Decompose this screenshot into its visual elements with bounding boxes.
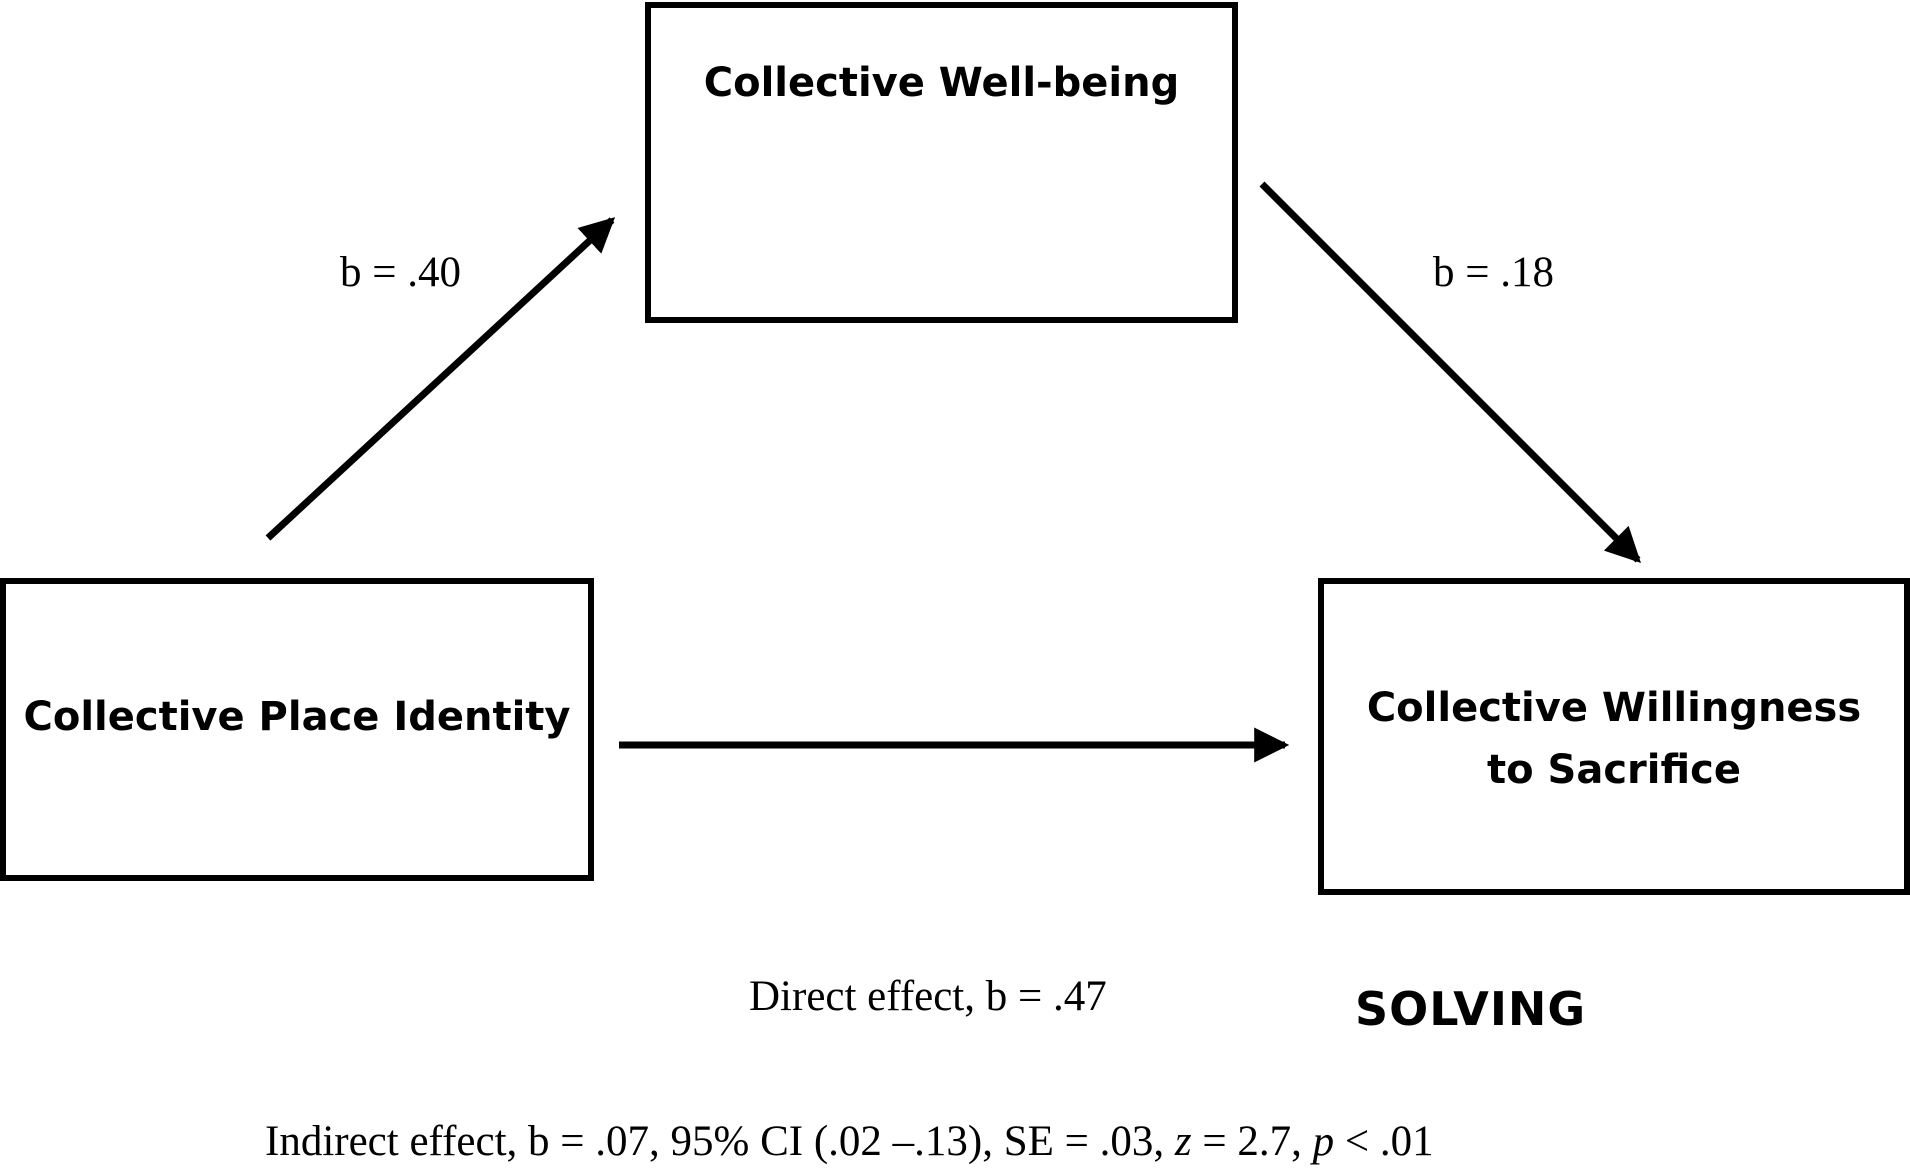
z-symbol: z	[1174, 1118, 1192, 1165]
predictor-label: Collective Place Identity	[23, 694, 571, 740]
mediator-label: Collective Well-being	[703, 59, 1180, 106]
mediator-box: Collective Well-being	[645, 2, 1238, 323]
p-value: < .01	[1334, 1118, 1434, 1165]
arrow-predictor-to-mediator	[265, 217, 616, 541]
predictor-box: Collective Place Identity	[0, 578, 594, 881]
direct-effect-label: Direct effect, b = .47	[749, 973, 1107, 1020]
arrow-mediator-to-outcome	[1259, 181, 1641, 563]
indirect-effect-prefix: Indirect effect, b = .07, 95% CI (.02 –.…	[265, 1118, 1175, 1165]
indirect-effect-label: Indirect effect, b = .07, 95% CI (.02 –.…	[265, 1117, 1434, 1166]
z-value: = 2.7,	[1191, 1118, 1313, 1165]
path-a-coefficient: b = .40	[340, 249, 462, 296]
outcome-label: Collective Willingness to Sacrifice	[1366, 685, 1862, 793]
outcome-box: Collective Willingness to Sacrifice	[1318, 578, 1910, 895]
condition-label: SOLVING	[1355, 982, 1587, 1036]
p-symbol: p	[1312, 1118, 1335, 1165]
path-b-coefficient: b = .18	[1433, 249, 1555, 296]
